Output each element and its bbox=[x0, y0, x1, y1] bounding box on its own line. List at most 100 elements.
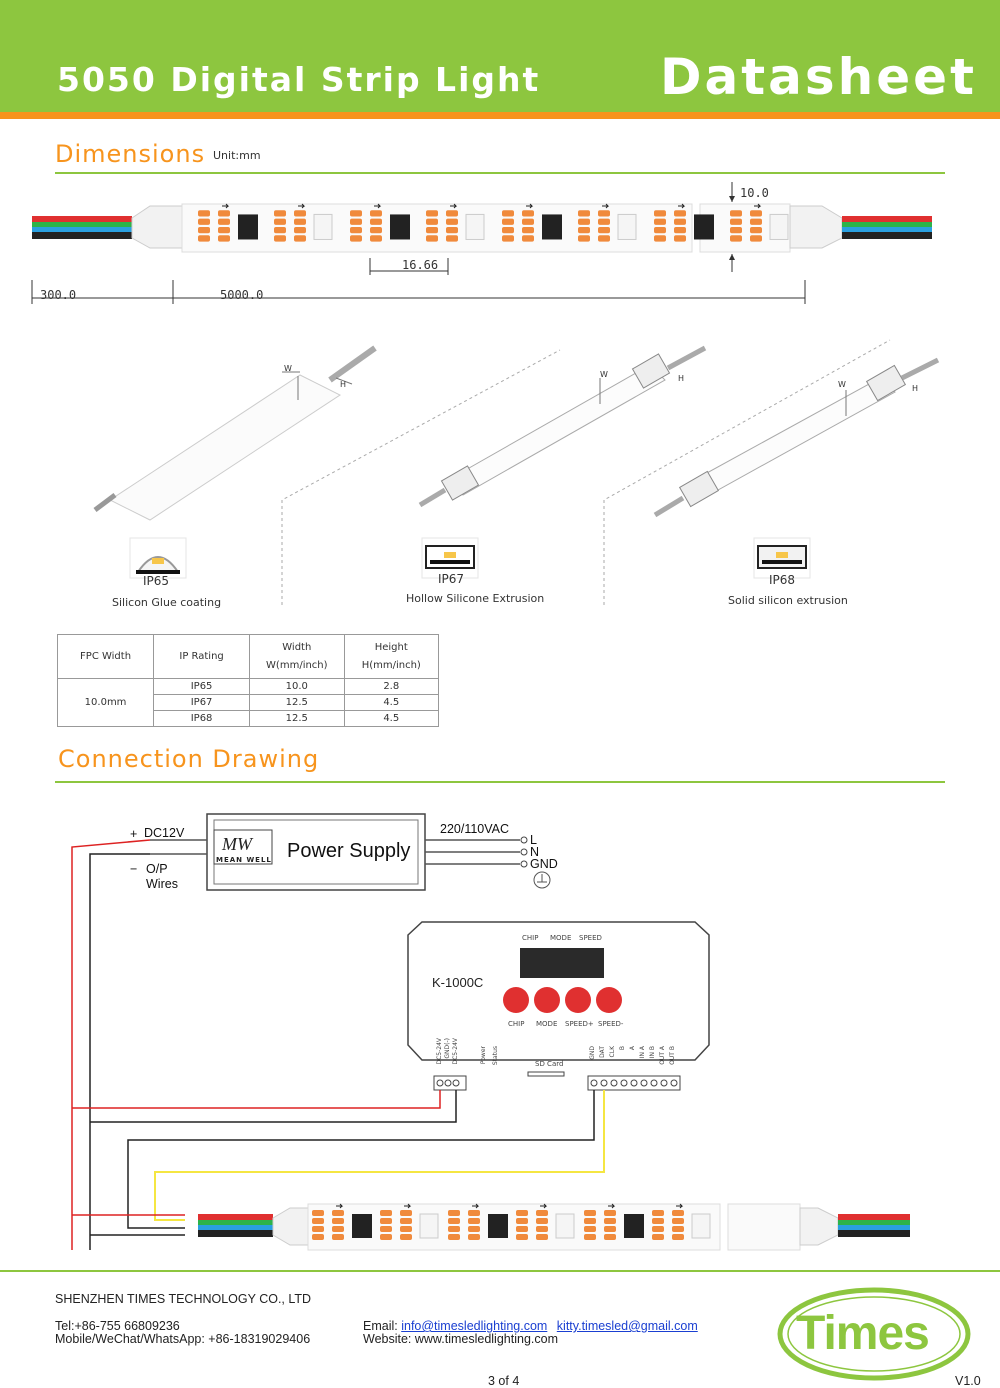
footer-rule bbox=[0, 1270, 1000, 1272]
direction-arrow bbox=[676, 1203, 684, 1209]
direction-arrow bbox=[472, 1203, 480, 1209]
terminal-label: DAT bbox=[599, 1046, 606, 1058]
controller-k1000c bbox=[407, 921, 710, 1091]
table-cell: IP68 bbox=[153, 710, 251, 727]
power-supply-unit bbox=[206, 813, 426, 891]
solder-pad bbox=[400, 1218, 412, 1224]
wires-label: Wires bbox=[146, 877, 178, 891]
solder-pad bbox=[578, 226, 590, 234]
ic-chip bbox=[624, 1214, 644, 1238]
strip-wires-bottom-right bbox=[838, 1214, 910, 1237]
solder-pad bbox=[750, 226, 762, 234]
dc12v-label: DC12V bbox=[144, 826, 185, 840]
solder-pad bbox=[502, 226, 514, 234]
solder-pad bbox=[370, 218, 382, 225]
solder-pad bbox=[516, 1234, 528, 1240]
ip67-h-mark: H bbox=[678, 374, 685, 383]
direction-arrow bbox=[298, 203, 306, 209]
solder-pad bbox=[654, 235, 666, 242]
solder-pad bbox=[604, 1226, 616, 1232]
ac-n-label: N bbox=[530, 845, 540, 859]
led-5050 bbox=[617, 213, 637, 240]
solder-pad bbox=[674, 218, 686, 225]
solder-pad bbox=[468, 1234, 480, 1240]
ctrl-button-label: CHIP bbox=[508, 1020, 525, 1028]
power-supply-label: Power Supply bbox=[287, 840, 411, 862]
solder-pad bbox=[448, 1210, 460, 1216]
solder-pad bbox=[312, 1210, 324, 1216]
solder-pad bbox=[516, 1218, 528, 1224]
ctrl-button-label: SPEED+ bbox=[565, 1020, 594, 1028]
header-accent-bar bbox=[0, 112, 1000, 119]
ip65-label: IP65 bbox=[143, 574, 170, 588]
solder-pad bbox=[426, 210, 438, 217]
ip65-h-mark: H bbox=[340, 380, 347, 389]
terminal-label: GND bbox=[589, 1046, 596, 1060]
terminal-screw bbox=[670, 1079, 678, 1087]
solder-pad bbox=[274, 210, 286, 217]
direction-arrow bbox=[608, 1203, 616, 1209]
td-fpc-width: 10.0mm bbox=[56, 678, 155, 727]
email-link-kitty[interactable]: kitty.timesled@gmail.com bbox=[556, 1319, 698, 1333]
email-link-info[interactable]: info@timesledlighting.com bbox=[401, 1319, 548, 1333]
terminal-label: Power bbox=[480, 1046, 487, 1065]
ip68-label: IP68 bbox=[769, 573, 796, 587]
solder-pad bbox=[350, 218, 362, 225]
controller-button-speed-up bbox=[565, 987, 591, 1013]
solder-pad bbox=[654, 210, 666, 217]
version: V1.0 bbox=[955, 1374, 981, 1388]
table-cell: 12.5 bbox=[249, 710, 345, 727]
solder-pad bbox=[522, 235, 534, 242]
direction-arrow bbox=[540, 1203, 548, 1209]
times-logo bbox=[777, 1287, 971, 1381]
solder-pad bbox=[730, 210, 742, 217]
ic-chip bbox=[542, 214, 562, 240]
led-5050 bbox=[769, 213, 789, 240]
solder-pad bbox=[652, 1226, 664, 1232]
solder-pad bbox=[312, 1234, 324, 1240]
ctrl-top-label: CHIP bbox=[522, 934, 539, 942]
table-cell: 10.0 bbox=[249, 678, 345, 695]
terminal-screw bbox=[590, 1079, 598, 1087]
solder-pad bbox=[536, 1210, 548, 1216]
direction-arrow bbox=[374, 203, 382, 209]
th-ip-rating: IP Rating bbox=[153, 634, 251, 679]
solder-pad bbox=[370, 210, 382, 217]
ctrl-top-label: SPEED bbox=[579, 934, 602, 942]
ip-illustrations bbox=[93, 339, 940, 605]
terminal-screw bbox=[600, 1079, 608, 1087]
solder-pad bbox=[516, 1226, 528, 1232]
header-band bbox=[0, 0, 1000, 112]
dimensions-title: Dimensions bbox=[55, 140, 206, 168]
solder-pad bbox=[674, 210, 686, 217]
ip67-cross-section-icon bbox=[421, 537, 479, 579]
ic-chip bbox=[238, 214, 258, 240]
solder-pad bbox=[448, 1218, 460, 1224]
solder-pad bbox=[274, 226, 286, 234]
solder-pad bbox=[218, 235, 230, 242]
solder-pad bbox=[652, 1218, 664, 1224]
solder-pad bbox=[672, 1210, 684, 1216]
solder-pad bbox=[332, 1210, 344, 1216]
solder-pad bbox=[578, 218, 590, 225]
solder-pad bbox=[446, 235, 458, 242]
strip-dimension-diagram bbox=[31, 182, 932, 304]
solder-pad bbox=[448, 1226, 460, 1232]
solder-pad bbox=[400, 1234, 412, 1240]
led-5050 bbox=[465, 213, 485, 240]
solder-pad bbox=[350, 226, 362, 234]
solder-pad bbox=[578, 235, 590, 242]
solder-pad bbox=[604, 1210, 616, 1216]
solder-pad bbox=[400, 1226, 412, 1232]
solder-pad bbox=[426, 218, 438, 225]
times-logo-text: Times bbox=[796, 1307, 930, 1360]
dimensions-rule bbox=[55, 172, 945, 174]
company-name: SHENZHEN TIMES TECHNOLOGY CO., LTD bbox=[55, 1292, 312, 1306]
ground-icon bbox=[533, 871, 551, 889]
solder-pad bbox=[522, 218, 534, 225]
dc-minus: − bbox=[130, 862, 138, 876]
datasheet-title: Datasheet bbox=[660, 48, 977, 106]
solder-pad bbox=[652, 1210, 664, 1216]
solder-pad bbox=[672, 1226, 684, 1232]
